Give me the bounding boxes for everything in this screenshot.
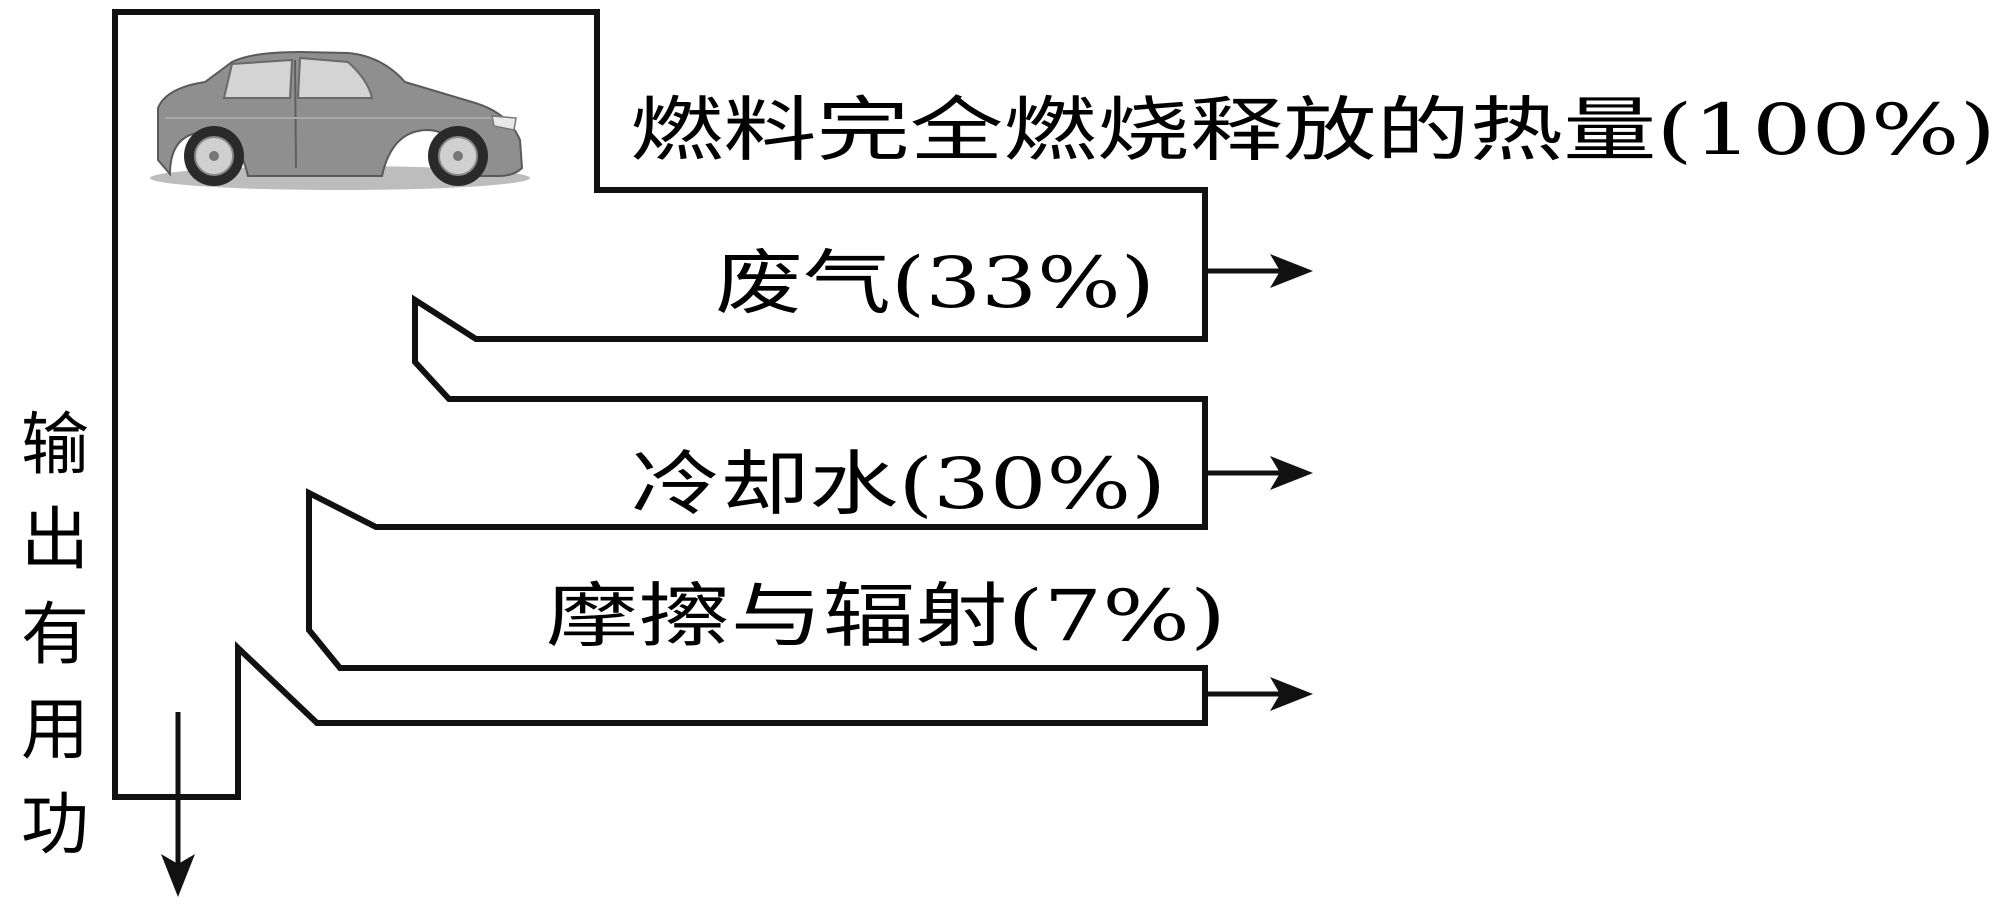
useful-work-char: 出 xyxy=(21,501,89,580)
useful-work-char: 用 xyxy=(21,691,89,770)
energy-flow-channel xyxy=(112,9,1208,800)
friction-radiation-arrow xyxy=(1208,677,1313,711)
exhaust-arrow xyxy=(1208,254,1313,288)
useful-work-arrow xyxy=(161,712,195,897)
useful-work-label: 输 出 有 用 功 xyxy=(21,406,89,865)
cooling-water-arrow xyxy=(1208,456,1313,490)
exhaust-label: 废气(33%) xyxy=(715,242,1155,324)
useful-work-char: 功 xyxy=(21,786,89,865)
useful-work-char: 有 xyxy=(21,596,89,675)
cooling-water-label: 冷却水(30%) xyxy=(631,443,1166,525)
fuel-heat-label: 燃料完全燃烧释放的热量(100%) xyxy=(630,89,1996,171)
friction-radiation-label: 摩擦与辐射(7%) xyxy=(546,575,1226,657)
car-illustration xyxy=(150,50,530,190)
useful-work-char: 输 xyxy=(21,406,89,485)
